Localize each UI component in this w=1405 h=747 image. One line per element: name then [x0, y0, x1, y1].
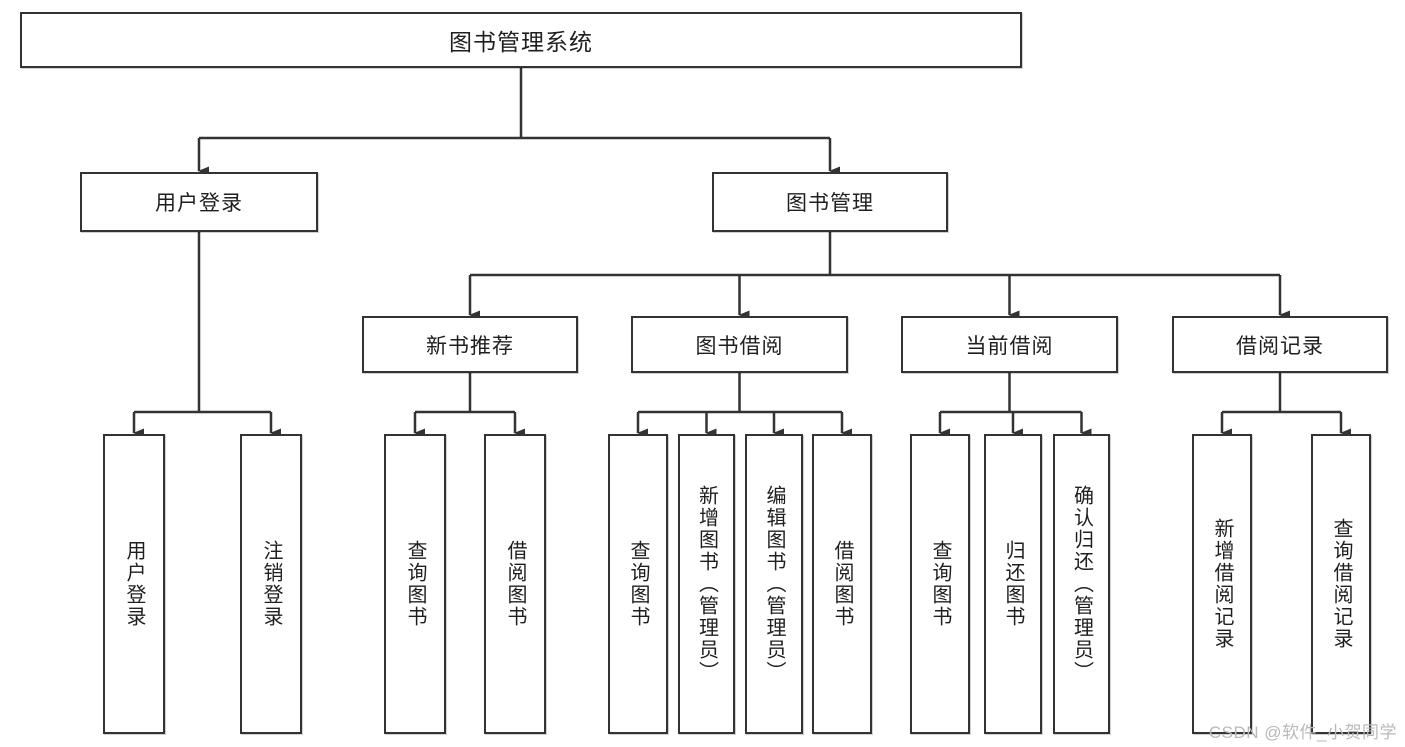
node-label: 查询图书 [404, 540, 426, 628]
tree-connectors [132, 68, 1351, 438]
node-l-bw-add[interactable]: 新增图书（管理员） [678, 434, 735, 734]
node-n-record[interactable]: 借阅记录 [1172, 316, 1388, 373]
node-label: 图书管理 [786, 192, 874, 215]
node-n-book[interactable]: 图书管理 [712, 172, 948, 232]
node-label: 查询借阅记录 [1330, 518, 1352, 650]
node-label: 确认归还（管理员） [1070, 485, 1093, 683]
node-label: 用户登录 [123, 540, 145, 628]
node-label: 归还图书 [1002, 540, 1024, 628]
node-l-nb-query[interactable]: 查询图书 [384, 434, 446, 734]
node-l-bw-borrow[interactable]: 借阅图书 [812, 434, 872, 734]
node-l-userlogin[interactable]: 用户登录 [103, 434, 165, 734]
node-label: 用户登录 [155, 192, 243, 215]
node-label: 图书借阅 [695, 334, 784, 358]
node-label: 图书管理系统 [449, 29, 593, 55]
node-label: 当前借阅 [965, 334, 1054, 358]
node-n-borrow[interactable]: 图书借阅 [631, 316, 848, 373]
node-label: 查询图书 [929, 540, 951, 628]
node-l-cu-confirm[interactable]: 确认归还（管理员） [1053, 434, 1110, 734]
node-label: 借阅图书 [504, 540, 526, 628]
node-label: 查询图书 [627, 540, 649, 628]
node-label: 借阅图书 [831, 540, 853, 628]
node-l-rc-query[interactable]: 查询借阅记录 [1311, 434, 1371, 734]
node-l-rc-add[interactable]: 新增借阅记录 [1192, 434, 1252, 734]
node-l-cu-return[interactable]: 归还图书 [984, 434, 1042, 734]
node-l-logout[interactable]: 注销登录 [240, 434, 302, 734]
node-label: 新书推荐 [426, 334, 514, 358]
node-label: 注销登录 [260, 540, 282, 628]
node-n-newbook[interactable]: 新书推荐 [362, 316, 578, 373]
node-label: 新增借阅记录 [1211, 518, 1233, 650]
node-n-current[interactable]: 当前借阅 [901, 316, 1118, 373]
node-l-bw-edit[interactable]: 编辑图书（管理员） [745, 434, 803, 734]
node-label: 借阅记录 [1236, 334, 1324, 358]
node-l-nb-borrow[interactable]: 借阅图书 [484, 434, 546, 734]
node-l-bw-query[interactable]: 查询图书 [608, 434, 668, 734]
node-n-login[interactable]: 用户登录 [80, 172, 318, 232]
node-label: 编辑图书（管理员） [763, 485, 785, 683]
node-label: 新增图书（管理员） [695, 485, 718, 683]
node-l-cu-query[interactable]: 查询图书 [910, 434, 970, 734]
node-root[interactable]: 图书管理系统 [20, 12, 1022, 68]
